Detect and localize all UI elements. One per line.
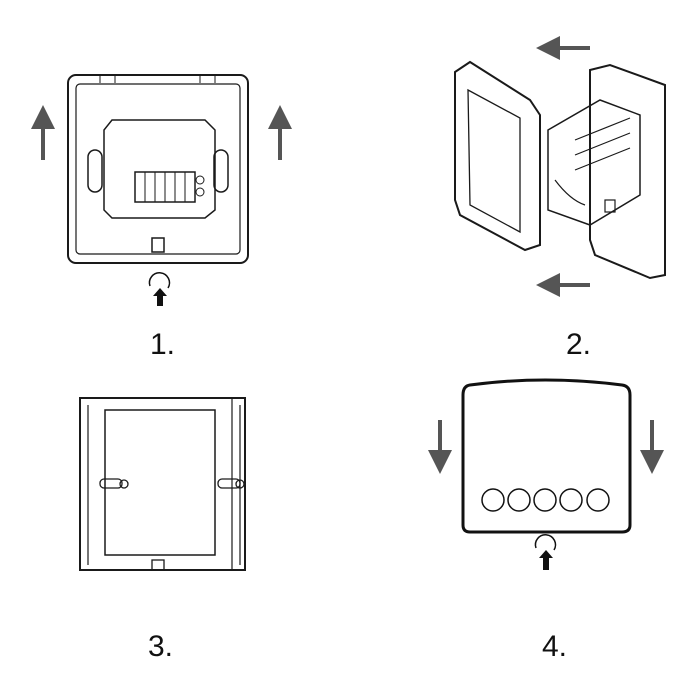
- step1-back-plate: [67, 74, 249, 264]
- step2-exploded-view: [454, 60, 666, 280]
- step4-slide-down-arrows: [428, 420, 664, 474]
- step2-pull-apart-arrows: [536, 36, 590, 297]
- step-3-label: 3.: [148, 630, 174, 663]
- step3-mount-plate: [79, 397, 246, 571]
- step4-push-arrow-icon: [534, 534, 557, 570]
- step1-push-arrow-icon: [148, 272, 171, 306]
- step4-thermostat-front: [461, 378, 632, 534]
- step-2-label: 2.: [566, 328, 592, 361]
- step-1-label: 1.: [150, 328, 176, 361]
- step1-slide-up-arrows: [31, 105, 292, 160]
- button-circles: [481, 488, 610, 512]
- step-4-label: 4.: [542, 630, 568, 663]
